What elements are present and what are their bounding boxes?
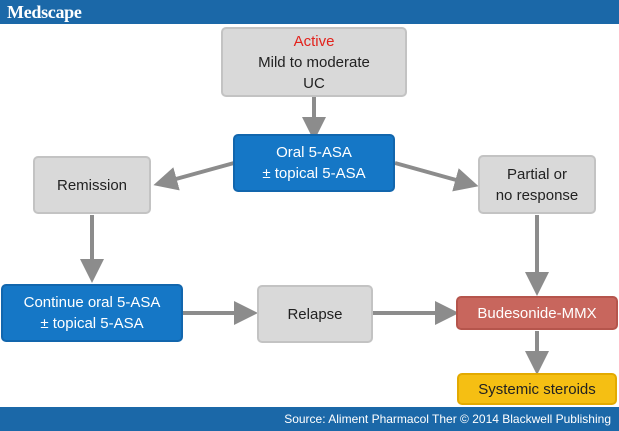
systemic-steroids-box: Systemic steroids [457, 373, 617, 405]
steroids-label: Systemic steroids [478, 380, 596, 398]
medscape-logo: Medscape [7, 2, 82, 22]
partial-response-box: Partial or no response [478, 155, 596, 214]
continue-topical-label: ± topical 5-ASA [40, 315, 144, 332]
relapse-label: Relapse [287, 305, 343, 323]
remission-box: Remission [33, 156, 151, 214]
continue-label: Continue oral 5-ASA [23, 294, 161, 311]
start-box: Active Mild to moderate UC [221, 27, 407, 97]
budesonide-box: Budesonide-MMX [456, 296, 618, 330]
footer-bar: Source: Aliment Pharmacol Ther © 2014 Bl… [0, 407, 619, 431]
condition-label: UC [303, 74, 325, 92]
active-label: Active [293, 32, 335, 50]
header-bar: Medscape [0, 0, 619, 24]
no-response-label: no response [495, 186, 579, 204]
source-credit: Source: Aliment Pharmacol Ther © 2014 Bl… [284, 412, 611, 426]
severity-label: Mild to moderate [258, 53, 370, 71]
relapse-box: Relapse [257, 285, 373, 343]
continue-5asa-box: Continue oral 5-ASA ± topical 5-ASA [1, 284, 183, 342]
remission-label: Remission [56, 176, 128, 194]
partial-label: Partial or [506, 165, 568, 183]
oral-5asa-box: Oral 5-ASA ± topical 5-ASA [233, 134, 395, 192]
topical-5asa-label: ± topical 5-ASA [262, 165, 366, 182]
oral-5asa-label: Oral 5-ASA [276, 144, 352, 161]
budesonide-label: Budesonide-MMX [477, 304, 597, 322]
arrow-oral-to-partial [394, 161, 479, 192]
arrow-oral-to-remission [153, 161, 235, 191]
